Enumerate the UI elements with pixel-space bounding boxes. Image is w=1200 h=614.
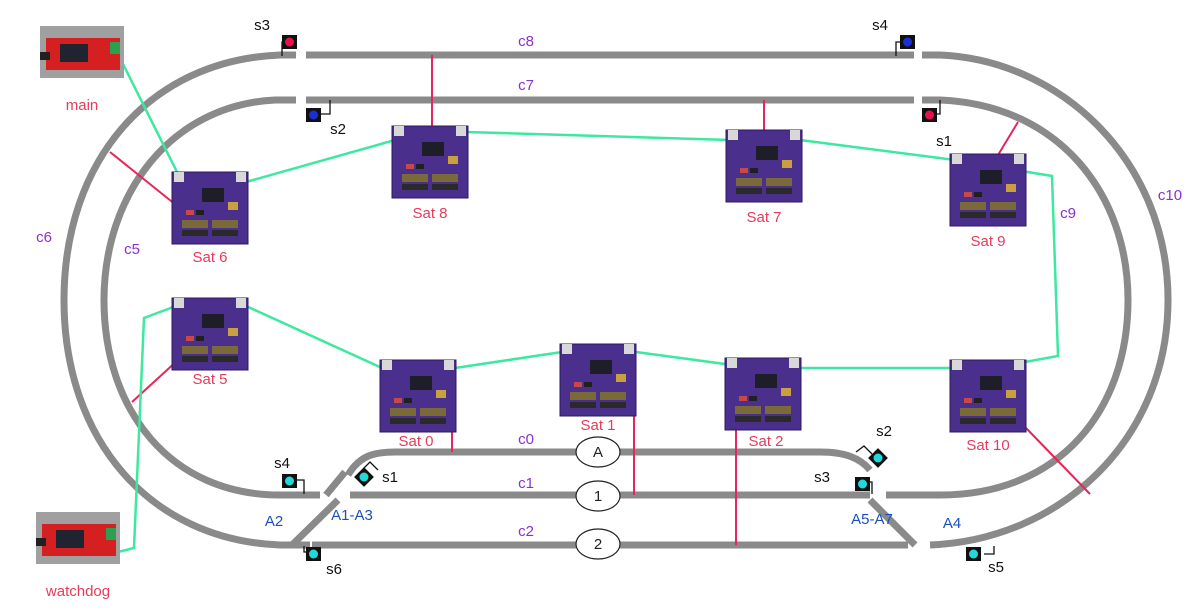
bus-sat7-sat9-sat10 bbox=[799, 138, 1060, 364]
turnout-a1-diag bbox=[323, 469, 348, 498]
sat-1-label: Sat 1 bbox=[580, 417, 615, 434]
block-a-label: A bbox=[593, 444, 603, 461]
track-c7-label: c7 bbox=[518, 77, 534, 94]
signals bbox=[282, 35, 981, 561]
watchdog-label: watchdog bbox=[45, 583, 110, 600]
sat-1-board bbox=[559, 343, 637, 417]
main-controller-board bbox=[40, 26, 124, 78]
sat-5-board bbox=[171, 297, 249, 371]
turnout-a5a7-label: A5-A7 bbox=[851, 511, 893, 528]
turnout-left-diag bbox=[289, 497, 341, 548]
block-1-marker bbox=[575, 480, 621, 512]
sat-8-board bbox=[391, 125, 469, 199]
sat-6-board bbox=[171, 171, 249, 245]
bus-sat0-sat5 bbox=[245, 304, 383, 370]
sat-9-label: Sat 9 bbox=[970, 233, 1005, 250]
turnout-a1a3-label: A1-A3 bbox=[331, 507, 373, 524]
sat-2-label: Sat 2 bbox=[748, 433, 783, 450]
signal-inner-s2 bbox=[868, 448, 888, 468]
sat-0-label: Sat 0 bbox=[398, 433, 433, 450]
turnout-a4-label: A4 bbox=[943, 515, 961, 532]
signal-inner-s3-label: s3 bbox=[814, 469, 830, 486]
signal-inner-s1-label: s1 bbox=[382, 469, 398, 486]
feeder-wires bbox=[109, 55, 1091, 545]
turnout-a2-label: A2 bbox=[265, 513, 283, 530]
feeder-sat5 bbox=[131, 359, 179, 403]
track-c5-label: c5 bbox=[124, 241, 140, 258]
sat-7-board bbox=[725, 129, 803, 203]
track-c0-label: c0 bbox=[518, 431, 534, 448]
track-inner-loop-right bbox=[886, 96, 1132, 499]
signal-inner-s1 bbox=[354, 467, 374, 487]
bus-sat8-sat7 bbox=[465, 130, 731, 142]
sat-0-board bbox=[379, 359, 457, 433]
track-c2-label: c2 bbox=[518, 523, 534, 540]
sat-2-board bbox=[724, 357, 802, 431]
sat-8-label: Sat 8 bbox=[412, 205, 447, 222]
signal-outer-s1-label: s1 bbox=[936, 133, 952, 150]
track-c9-label: c9 bbox=[1060, 205, 1076, 222]
feeder-sat6 bbox=[109, 151, 177, 206]
block-markers bbox=[575, 436, 621, 560]
bus-wires bbox=[117, 61, 1060, 554]
block-2-marker bbox=[575, 528, 621, 560]
track-outer-loop-right bbox=[922, 51, 1172, 549]
bus-sat6-sat8 bbox=[245, 138, 396, 184]
track-outer-loop bbox=[60, 51, 310, 549]
track-c10-label: c10 bbox=[1158, 187, 1182, 204]
sat-10-board bbox=[949, 359, 1027, 433]
block-2-label: 2 bbox=[594, 536, 602, 553]
bus-sat1-sat0 bbox=[454, 350, 563, 370]
signal-inner-s5-label: s5 bbox=[988, 559, 1004, 576]
signal-inner-s2-label: s2 bbox=[876, 423, 892, 440]
turnout-right-diag bbox=[867, 497, 918, 548]
signal-outer-s2-label: s2 bbox=[330, 121, 346, 138]
track-c6-label: c6 bbox=[36, 229, 52, 246]
track-c1-label: c1 bbox=[518, 475, 534, 492]
signal-inner-s6-label: s6 bbox=[326, 561, 342, 578]
sat-5-label: Sat 5 bbox=[192, 371, 227, 388]
sat-6-label: Sat 6 bbox=[192, 249, 227, 266]
sat-10-label: Sat 10 bbox=[966, 437, 1009, 454]
watchdog-controller-board bbox=[36, 512, 120, 564]
signal-outer-s4-label: s4 bbox=[872, 17, 888, 34]
bus-sat5-watchdog bbox=[117, 304, 177, 554]
feeder-sat10 bbox=[1025, 427, 1091, 495]
sat-7-label: Sat 7 bbox=[746, 209, 781, 226]
signal-outer-s3-label: s3 bbox=[254, 17, 270, 34]
main-label: main bbox=[66, 97, 99, 114]
track-c8-label: c8 bbox=[518, 33, 534, 50]
track-inner-loop bbox=[100, 96, 320, 499]
block-1-label: 1 bbox=[594, 488, 602, 505]
bus-main-sat6 bbox=[120, 61, 182, 179]
sat-9-board bbox=[949, 153, 1027, 227]
signal-inner-s4-label: s4 bbox=[274, 455, 290, 472]
bus-sat2-sat1 bbox=[635, 350, 726, 366]
block-a-marker bbox=[575, 436, 621, 468]
